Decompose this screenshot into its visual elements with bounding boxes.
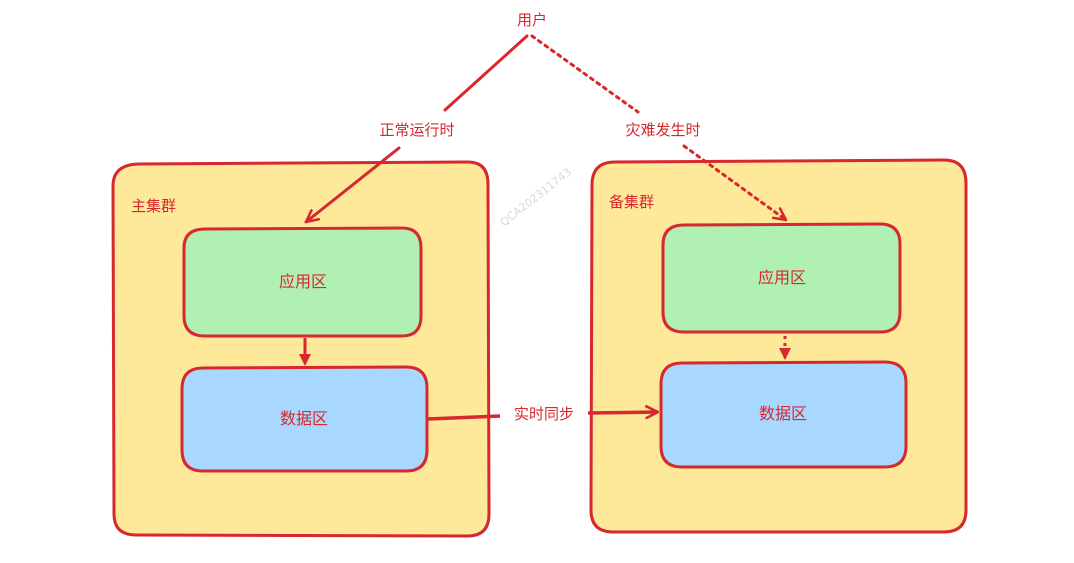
watermark: QCA202311743 <box>498 165 574 229</box>
user-label: 用户 <box>517 11 547 29</box>
normal-operation-edge: 正常运行时 <box>304 34 529 224</box>
sync-edge-line-right <box>587 412 658 413</box>
normal-edge-line-upper <box>443 34 529 112</box>
primary-app-zone-box <box>182 226 423 338</box>
standby-app-zone-box <box>661 222 902 334</box>
primary-data-zone-label: 数据区 <box>280 409 328 428</box>
normal-edge-label: 正常运行时 <box>379 121 454 139</box>
disaster-edge: 灾难发生时 <box>530 34 788 222</box>
standby-app-zone-label: 应用区 <box>758 268 806 287</box>
primary-data-zone-box <box>180 365 429 473</box>
normal-edge-line-lower <box>304 146 401 224</box>
standby-cluster-title: 备集群 <box>609 193 654 211</box>
disaster-edge-label: 灾难发生时 <box>625 121 700 139</box>
primary-app-zone-label: 应用区 <box>279 272 327 291</box>
disaster-edge-line-upper <box>530 34 640 114</box>
sync-edge-line-left <box>427 414 501 421</box>
standby-data-zone-label: 数据区 <box>759 404 807 423</box>
standby-cluster: 备集群 应用区 数据区 <box>589 158 968 534</box>
primary-cluster-box <box>111 160 491 538</box>
disaster-edge-line-lower <box>682 144 788 222</box>
primary-cluster-title: 主集群 <box>131 197 176 215</box>
standby-cluster-box <box>589 158 968 534</box>
sync-edge-label: 实时同步 <box>514 405 574 423</box>
standby-data-zone-box <box>659 360 908 469</box>
primary-cluster: 主集群 应用区 数据区 <box>111 160 491 538</box>
sync-edge: 实时同步 <box>427 405 658 423</box>
